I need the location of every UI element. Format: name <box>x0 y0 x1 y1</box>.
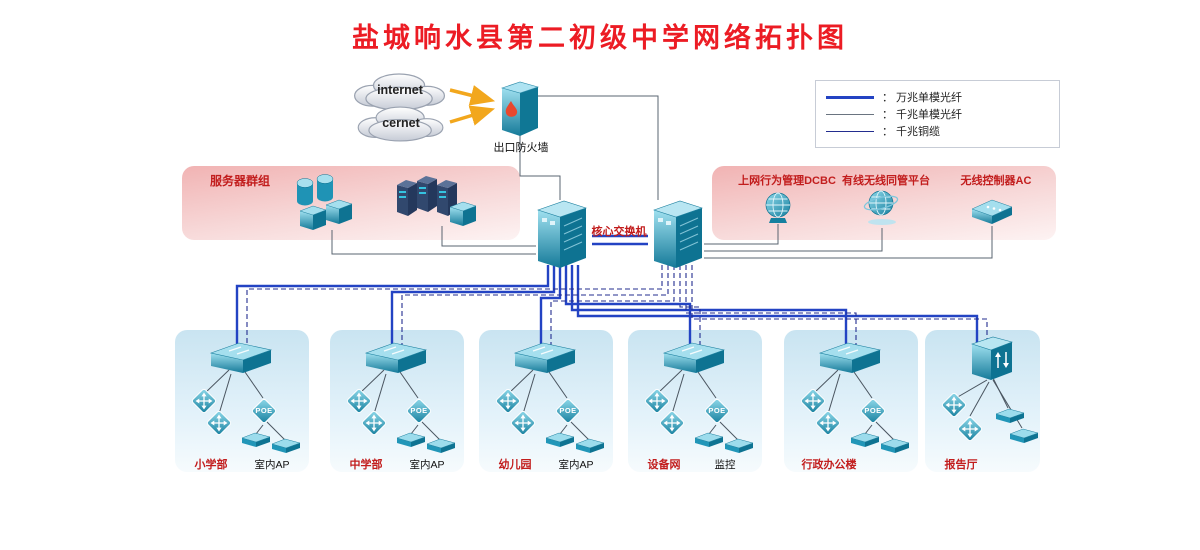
group-sublabel: 室内AP <box>409 459 445 471</box>
database-server-icon <box>316 174 334 202</box>
legend-row-10g: ： 万兆单模光纤 <box>826 89 1049 105</box>
poe-label: POE <box>708 406 726 415</box>
poe-label: POE <box>559 406 577 415</box>
core-switch-label: 核心交换机 <box>591 226 647 238</box>
legend: ： 万兆单模光纤 ： 千兆单模光纤 ： 千兆铜缆 <box>815 80 1060 148</box>
behavior-management-label: 上网行为管理DCBC <box>738 175 836 187</box>
camera-icon <box>694 432 724 448</box>
page-title: 盐城响水县第二初级中学网络拓扑图 <box>352 23 848 53</box>
group-devices <box>643 342 754 454</box>
cernet-cloud-label: cernet <box>382 116 420 130</box>
server-icon <box>299 205 327 231</box>
l2-switch-icon <box>658 409 686 437</box>
group-middle-school: POE 中学部 室内AP <box>330 332 464 472</box>
legend-label: ： 千兆单模光纤 <box>882 109 963 121</box>
legend-label: ： 万兆单模光纤 <box>882 92 963 104</box>
legend-line-10g-fiber <box>826 95 874 99</box>
ap-icon <box>426 438 456 454</box>
database-server-icon <box>296 178 314 206</box>
tower-server-icon <box>397 180 417 216</box>
group-devices <box>940 336 1039 444</box>
wired-wireless-platform-label: 有线无线同管平台 <box>842 175 930 187</box>
l2-switch-icon <box>345 387 373 415</box>
wireless-controller-label: 无线控制器AC <box>960 175 1032 187</box>
internet-arrows <box>449 85 496 126</box>
ap-icon <box>575 438 605 454</box>
server-group-label: 服务器群组 <box>209 174 270 188</box>
wireless-controller-icon <box>971 199 1013 225</box>
internet-cloud-label: internet <box>377 83 423 97</box>
group-devices <box>494 342 605 454</box>
aggregation-switch-icon <box>514 342 576 374</box>
aggregation-switch-icon <box>663 342 725 374</box>
ap-icon <box>545 432 575 448</box>
l2-switch-icon <box>190 387 218 415</box>
camera-icon <box>724 438 754 454</box>
ten-gig-uplink-lines <box>235 265 979 345</box>
wired-wireless-platform-icon <box>862 190 900 226</box>
aggregation-switch-icon <box>819 342 881 374</box>
ap-icon <box>241 432 271 448</box>
legend-row-copper: ： 千兆铜缆 <box>826 123 1049 139</box>
group-label: 小学部 <box>194 459 228 471</box>
group-kindergarten: POE 幼儿园 室内AP <box>479 332 613 472</box>
group-devices <box>190 342 301 454</box>
server-icon <box>449 201 477 227</box>
group-label: 报告厅 <box>944 459 978 471</box>
aggregation-switch-icon <box>210 342 272 374</box>
legend-label: ： 千兆铜缆 <box>882 126 941 138</box>
l2-switch-icon <box>643 387 671 415</box>
ap-icon <box>995 408 1025 424</box>
l2-switch-icon <box>956 415 984 443</box>
legend-line-copper <box>826 130 874 132</box>
poe-label: POE <box>864 406 882 415</box>
group-label: 幼儿园 <box>498 459 532 471</box>
group-admin-building: POE 行政办公楼 <box>784 332 918 472</box>
legend-row-1g-fiber: ： 千兆单模光纤 <box>826 106 1049 122</box>
core-switch-2-icon <box>653 200 703 269</box>
server-icons <box>296 174 477 231</box>
group-device-network: POE 设备网 监控 <box>628 332 762 472</box>
ap-icon <box>271 438 301 454</box>
l2-switch-icon <box>494 387 522 415</box>
group-devices <box>345 342 456 454</box>
poe-label: POE <box>255 406 273 415</box>
l2-switch-icon <box>360 409 388 437</box>
group-label: 中学部 <box>349 459 383 471</box>
server-icon <box>325 199 353 225</box>
copper-uplink-lines <box>246 265 988 345</box>
ap-icon <box>880 438 910 454</box>
l2-switch-icon <box>814 409 842 437</box>
ap-icon <box>850 432 880 448</box>
l2-switch-icon <box>940 391 968 419</box>
firewall-label: 出口防火墙 <box>493 142 549 154</box>
group-sublabel: 监控 <box>714 459 736 471</box>
group-devices <box>799 342 910 454</box>
gigabit-fiber-lines <box>331 95 993 259</box>
group-sublabel: 室内AP <box>558 459 594 471</box>
group-label: 行政办公楼 <box>801 459 857 471</box>
group-label: 设备网 <box>647 459 681 471</box>
access-switch-icon <box>971 336 1013 381</box>
firewall-icon <box>501 81 539 137</box>
l2-switch-icon <box>799 387 827 415</box>
group-primary-school: POE 小学部 室内AP <box>175 332 309 472</box>
management-icons <box>765 190 1013 226</box>
group-sublabel: 室内AP <box>254 459 290 471</box>
group-lecture-hall: 报告厅 <box>925 332 1040 472</box>
aggregation-switch-icon <box>365 342 427 374</box>
ap-icon <box>1009 428 1039 444</box>
l2-switch-icon <box>509 409 537 437</box>
poe-label: POE <box>410 406 428 415</box>
l2-switch-icon <box>205 409 233 437</box>
legend-line-1g-fiber <box>826 113 874 115</box>
behavior-management-icon <box>765 192 791 224</box>
core-interlink-lines <box>592 234 648 246</box>
tower-server-icon <box>417 176 437 212</box>
ap-icon <box>396 432 426 448</box>
